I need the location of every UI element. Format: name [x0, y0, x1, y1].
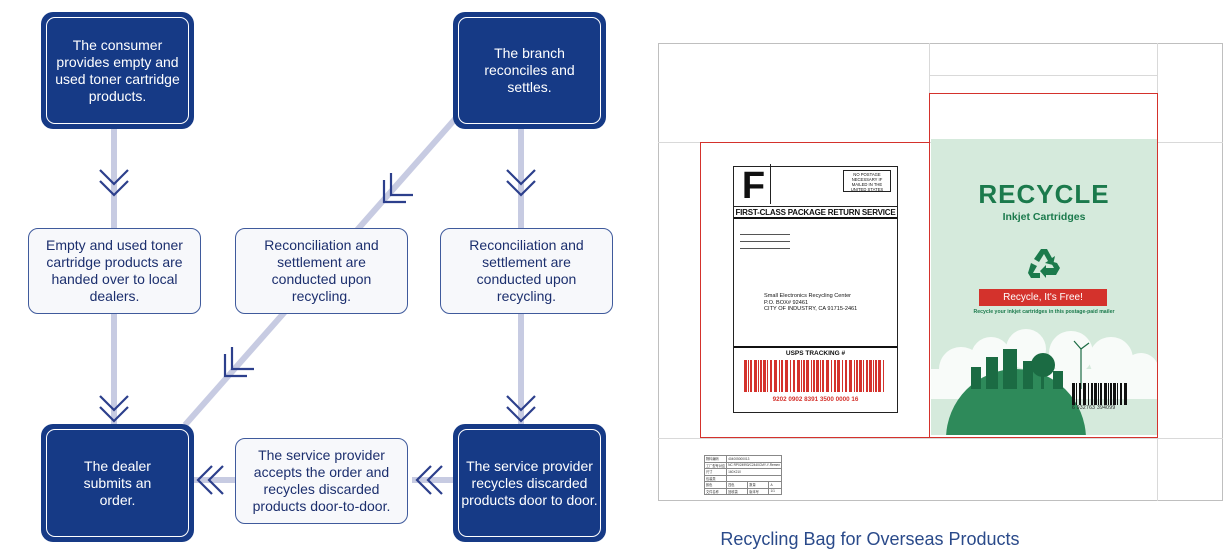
postage-note: NO POSTAGE NECESSARY IF MAILED IN THE UN…: [843, 170, 891, 192]
box-reconcile-left: Reconciliation and settlement are conduc…: [235, 228, 408, 314]
table-cell: 文件名称: [703, 487, 728, 495]
address-line-3: CITY OF INDUSTRY, CA 91715-2461: [764, 306, 858, 312]
table-cell: 1/1: [768, 487, 782, 495]
chevron-down-icon: [99, 395, 129, 423]
ean-barcode-icon: [1072, 383, 1127, 405]
box-branch-text: The branch reconciles and settles.: [458, 17, 601, 124]
table-cell: 版本号: [747, 487, 770, 495]
chevron-left-icon: [196, 465, 224, 495]
guide-line: [929, 75, 1157, 76]
guide-line: [929, 43, 930, 93]
box-branch: The branch reconciles and settles.: [453, 12, 606, 129]
box-recycles: The service provider recycles discarded …: [453, 424, 606, 542]
recycle-panel: RECYCLE Inkjet Cartridges Recycle, It's …: [931, 139, 1157, 435]
service-line: FIRST-CLASS PACKAGE RETURN SERVICE: [734, 208, 897, 219]
box-accepts: The service provider accepts the order a…: [235, 438, 408, 524]
tracking-barcode-icon: [744, 360, 884, 392]
barcode-digits: 6 932763 394099: [1072, 405, 1116, 411]
table-cell: 工厂型号对应: [703, 461, 728, 469]
free-banner: Recycle, It's Free!: [979, 289, 1107, 306]
class-letter: F: [737, 164, 771, 207]
chevron-diagonal-icon: [382, 173, 413, 204]
recycle-title: RECYCLE: [978, 179, 1110, 209]
address-line-1: Small Electronics Recycling Center: [764, 293, 852, 299]
back-panel-outline: [929, 93, 1158, 438]
return-shipping-label: F NO POSTAGE NECESSARY IF MAILED IN THE …: [733, 164, 898, 413]
address-line-2: P.O. BOX# 92461: [764, 299, 809, 306]
chevron-left-icon: [415, 465, 443, 495]
chevron-down-icon: [506, 169, 536, 197]
chevron-diagonal-icon: [223, 347, 254, 378]
box-dealer: The dealer submits an order.: [41, 424, 194, 542]
guide-line: [658, 438, 1223, 439]
tracking-section: USPS TRACKING #: [734, 346, 897, 360]
tracking-title: USPS TRACKING #: [785, 350, 846, 357]
box-dealer-text: The dealer submits an order.: [46, 429, 189, 537]
recycle-subtitle: Inkjet Cartridges: [1002, 211, 1086, 223]
box-reconcile-right: Reconciliation and settlement are conduc…: [440, 228, 613, 314]
box-recycles-text: The service provider recycles discarded …: [458, 429, 601, 537]
box-handover: Empty and used toner cartridge products …: [28, 228, 201, 314]
postage-paid-note: Recycle your inkjet cartridges in this p…: [973, 309, 1115, 315]
box-consumer-text: The consumer provides empty and used ton…: [46, 17, 189, 124]
recycle-icon: [1028, 249, 1060, 278]
mailer-caption: Recycling Bag for Overseas Products: [720, 529, 1020, 549]
tracking-number: 9202 0902 8391 3500 0000 16: [772, 396, 859, 403]
chevron-down-icon: [506, 395, 536, 423]
chevron-down-icon: [99, 169, 129, 197]
globe-city-icon: [931, 329, 1157, 435]
address-rules: [740, 234, 790, 255]
box-consumer: The consumer provides empty and used ton…: [41, 12, 194, 129]
return-address: Small Electronics Recycling Center P.O. …: [764, 293, 857, 313]
table-cell: 回收袋: [726, 487, 749, 495]
